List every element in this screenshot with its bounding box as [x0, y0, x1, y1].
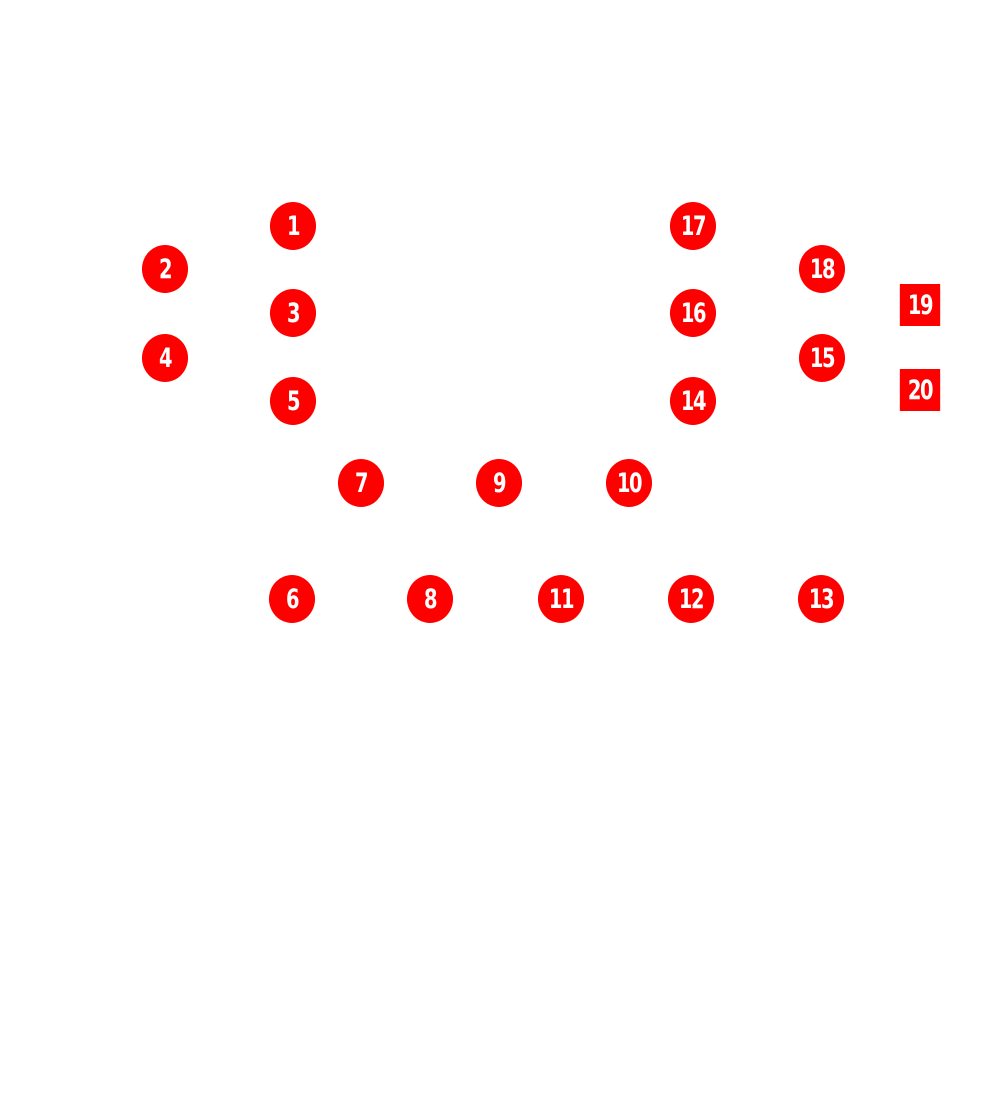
marker-label: 9: [492, 467, 507, 499]
marker-label: 16: [680, 297, 707, 329]
marker-label: 4: [158, 342, 173, 374]
marker-14: 14: [669, 377, 717, 425]
marker-label: 5: [286, 385, 301, 417]
marker-13: 13: [797, 575, 845, 623]
marker-15: 15: [798, 334, 846, 382]
marker-label: 17: [680, 210, 707, 242]
marker-label: 14: [680, 385, 707, 417]
marker-8: 8: [406, 575, 454, 623]
marker-17: 17: [669, 202, 717, 250]
marker-label: 18: [809, 253, 836, 285]
marker-label: 15: [809, 342, 836, 374]
marker-label: 2: [158, 253, 173, 285]
marker-label: 7: [354, 467, 369, 499]
marker-16: 16: [669, 289, 717, 337]
marker-19: 19: [899, 284, 941, 326]
marker-9: 9: [475, 459, 523, 507]
marker-2: 2: [141, 245, 189, 293]
marker-label: 11: [548, 583, 575, 615]
marker-1: 1: [269, 202, 317, 250]
marker-6: 6: [268, 575, 316, 623]
marker-3: 3: [269, 289, 317, 337]
marker-label: 3: [286, 297, 301, 329]
marker-7: 7: [337, 459, 385, 507]
marker-label: 13: [808, 583, 835, 615]
marker-label: 6: [285, 583, 300, 615]
marker-20: 20: [899, 369, 941, 411]
marker-label: 8: [423, 583, 438, 615]
marker-label: 1: [286, 210, 301, 242]
marker-18: 18: [798, 245, 846, 293]
marker-4: 4: [141, 334, 189, 382]
marker-label: 12: [678, 583, 705, 615]
marker-10: 10: [605, 459, 653, 507]
marker-label: 20: [907, 374, 934, 406]
marker-5: 5: [269, 377, 317, 425]
marker-label: 10: [616, 467, 643, 499]
marker-11: 11: [537, 575, 585, 623]
marker-12: 12: [667, 575, 715, 623]
marker-label: 19: [907, 289, 934, 321]
